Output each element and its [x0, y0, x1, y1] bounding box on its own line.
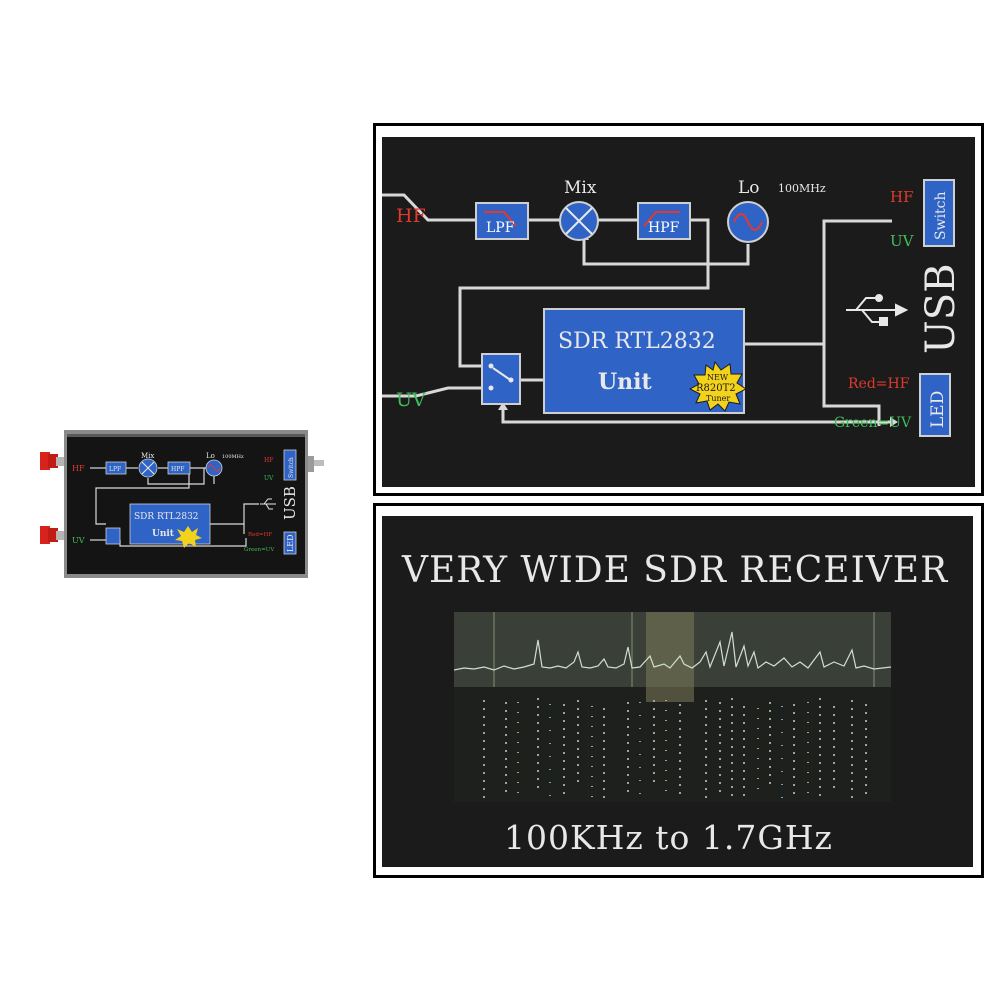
led-label: LED: [928, 391, 948, 428]
lpf-curve: [484, 211, 517, 227]
switch-block: [923, 179, 955, 247]
red-hf-label: Red=HF: [848, 376, 910, 392]
waterfall-pane: [454, 687, 891, 802]
signal-wires: [382, 193, 892, 426]
mixer-icon: [559, 201, 599, 241]
usb-icon: [846, 294, 909, 326]
sdr-unit-label: Unit: [598, 369, 653, 395]
device-unit-label: Unit: [152, 529, 175, 539]
waterfall-signals: [483, 698, 867, 800]
switch-label: Switch: [933, 191, 949, 240]
hpf-block: [637, 202, 691, 240]
device-lpf-label: LPF: [109, 466, 121, 473]
block-diagram-frame: LPF Mix HPF Lo 100MHz HF UV SDR RT: [373, 123, 984, 496]
lo-label: Lo: [738, 178, 760, 198]
device-red-hf: Red=HF: [248, 532, 272, 538]
device-lo-label: Lo: [206, 452, 215, 460]
green-uv-label: Green=UV: [834, 415, 912, 431]
mix-label: Mix: [564, 178, 597, 198]
receiver-panel-frame: VERY WIDE SDR RECEIVER: [373, 503, 984, 878]
badge-new: NEW: [707, 373, 729, 382]
uv-sma-connector: [40, 526, 66, 544]
badge-tuner: Tuner: [706, 394, 730, 403]
oscillator-icon: [727, 201, 769, 243]
device-illustration: HF UV LPF Mix HPF Lo 100MHz SDR RTL2832 …: [40, 430, 324, 578]
led-block: [919, 373, 951, 437]
lo-frequency: 100MHz: [778, 182, 826, 195]
spectrum-trace: [453, 631, 892, 671]
switch-uv-label: UV: [890, 232, 915, 250]
uv-input-label: UV: [396, 389, 426, 411]
receiver-panel: VERY WIDE SDR RECEIVER: [382, 516, 973, 867]
device-switch-label: Switch: [288, 457, 295, 478]
hpf-curve: [643, 211, 680, 227]
receiver-title: VERY WIDE SDR RECEIVER: [402, 550, 949, 591]
hf-input-label: HF: [396, 205, 426, 227]
usb-label: USB: [918, 263, 964, 354]
device-switch-uv: UV: [264, 475, 274, 482]
device-switch-hf: HF: [264, 457, 273, 464]
device-green-uv: Green=UV: [244, 547, 275, 553]
hpf-label: HPF: [648, 220, 680, 236]
switch-hf-label: HF: [890, 188, 914, 206]
block-diagram: LPF Mix HPF Lo 100MHz HF UV SDR RT: [382, 137, 975, 487]
device-unit-name: SDR RTL2832: [134, 512, 199, 522]
device-lo-frequency: 100MHz: [222, 454, 244, 460]
lpf-block: [475, 202, 529, 240]
badge-model: R820T2: [696, 383, 736, 394]
device-led-label: LED: [286, 534, 295, 552]
hf-sma-connector: [40, 452, 66, 470]
spectrum-display: [453, 612, 892, 802]
input-selector-icon: [481, 353, 521, 405]
sdr-unit-name: SDR RTL2832: [558, 329, 716, 354]
device-usb-label: USB: [281, 486, 299, 520]
device-hpf-label: HPF: [171, 466, 184, 473]
device-usb-icon: [260, 498, 276, 510]
device-uv-label: UV: [72, 536, 85, 545]
device-mix-label: Mix: [141, 452, 154, 460]
toggle-switch: [306, 456, 324, 472]
lpf-label: LPF: [486, 220, 515, 236]
device-photo: HF UV LPF Mix HPF Lo 100MHz SDR RTL2832 …: [34, 428, 334, 580]
spectrum-waterfall: [453, 612, 892, 802]
selected-band: [646, 612, 694, 702]
frequency-range: 100KHz to 1.7GHz: [504, 818, 833, 857]
device-hf-label: HF: [72, 464, 85, 473]
tuner-badge: NEW R820T2 Tuner: [688, 360, 747, 412]
